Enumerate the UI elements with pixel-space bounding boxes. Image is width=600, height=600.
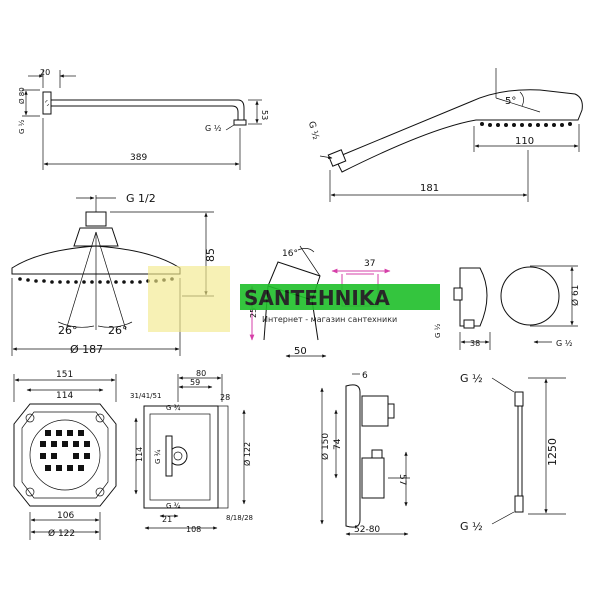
side-range-top: 31/41/51 [130,392,161,400]
watermark-banner [240,284,440,310]
trim-dim-74: 74 [333,438,343,450]
side-dim-dia: Ø 122 [242,442,252,466]
box-dim-114: 114 [56,391,73,401]
side-dim-114: 114 [135,447,144,462]
outlet-thread: G ½ [556,339,573,348]
holder-dim-50: 50 [294,346,307,357]
hose-thread-top: G ½ [460,372,483,385]
side-dim-59: 59 [190,378,200,387]
box-dim-106: 106 [57,511,74,521]
watermark: SANTEHNIKA Интернет - магазин сантехники [148,266,440,332]
side-range-bottom: 8/18/28 [226,514,253,522]
overhead-dim-85: 85 [204,248,217,262]
box-front-drawing [13,403,117,507]
hose-view: G ½ 1250 G ½ [460,372,566,533]
side-dim-28: 28 [220,393,230,402]
side-dim-80: 80 [196,369,206,378]
outlet-view: Ø 61 38 G ½ G ½ [434,265,581,350]
arm-thread-right: G ½ [205,124,222,133]
trim-plate-view: 6 Ø 150 74 57 52-80 [320,371,410,536]
box-side-drawing [143,405,229,509]
arm-dim-dia: Ø 80 [18,87,26,104]
holder-dim-25: 25 [249,308,258,318]
shower-arm-drawing [42,91,247,126]
trim-dia-150: Ø 150 [320,433,331,460]
watermark-tagline: Интернет - магазин сантехники [262,315,397,324]
hand-dim-181: 181 [420,183,439,194]
overhead-angle-right: 26° [108,324,128,337]
watermark-brand: SANTEHNIKA [244,286,390,310]
shower-arm-view: 20 Ø 80 G ½ G ½ 53 389 [18,68,269,170]
hose-drawing [514,391,524,513]
hose-thread-bottom: G ½ [460,520,483,533]
trim-dim-57: 57 [397,474,407,485]
hand-dim-110: 110 [515,136,534,147]
arm-dim-53: 53 [260,110,269,120]
side-thread-c: G ¾ [166,502,181,510]
hand-shower-view: 5° G ½ 110 181 [306,68,583,202]
watermark-yellow-block [148,266,230,332]
overhead-angle-left: 26° [58,324,78,337]
box-dim-151: 151 [56,370,73,380]
hand-shower-drawing [327,89,583,173]
arm-thread-left: G ½ [18,119,26,134]
holder-dim-37: 37 [364,259,375,269]
box-dim-dia: Ø 122 [48,528,75,539]
side-dim-108: 108 [186,525,201,534]
holder-angle: 16° [282,249,298,259]
trim-plate-drawing [345,384,395,528]
outlet-dim-38: 38 [470,339,480,348]
overhead-thread: G 1/2 [126,192,156,205]
box-front-view: 151 114 106 Ø 122 [13,370,117,540]
hand-thread: G ½ [306,120,321,141]
outlet-front-drawing [500,266,560,326]
side-thread-a: G ¾ [166,404,181,412]
arm-dim-389: 389 [130,153,147,163]
outlet-side-drawing [453,267,488,329]
trim-range: 52-80 [354,525,380,535]
side-thread-b: G ¾ [154,449,162,464]
hand-angle: 5° [505,96,516,107]
hose-length: 1250 [546,438,559,466]
arm-dim-20: 20 [40,68,50,77]
side-dim-21: 21 [162,515,172,524]
outlet-thread-side: G ½ [434,323,442,338]
overhead-dim-dia: Ø 187 [70,343,103,356]
trim-dim-6: 6 [362,371,368,381]
box-side-view: 80 59 31/41/51 28 G ¾ 114 G ¾ Ø 122 G ¾ … [130,369,253,534]
outlet-dia: Ø 61 [570,285,581,306]
